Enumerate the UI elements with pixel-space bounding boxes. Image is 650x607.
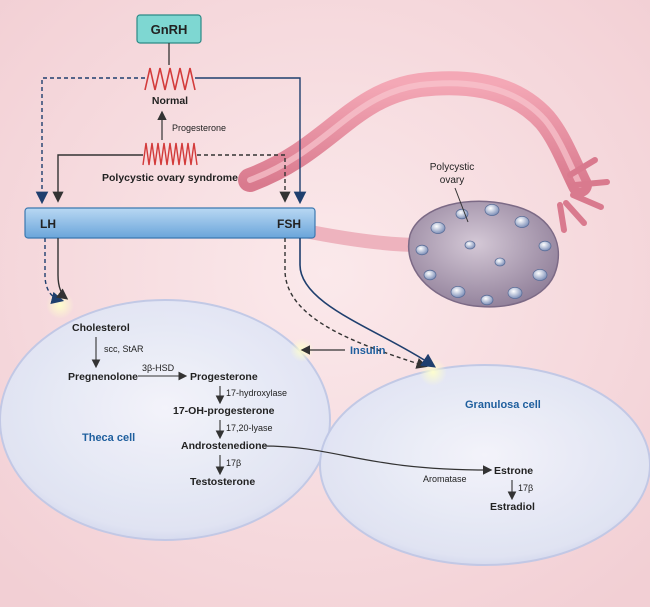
fsh-to-granulosa-dashed	[284, 238, 428, 369]
seventeen-hydroxylase-label: 17-hydroxylase	[226, 388, 287, 398]
granulosa-cell-label: Granulosa cell	[465, 399, 541, 411]
ovary-follicle	[455, 208, 469, 220]
polycystic-ovary-pointer	[454, 187, 469, 223]
seventeen-beta-label-1: 17β	[226, 458, 241, 468]
fsh-receptor-glow	[419, 358, 447, 386]
scc-star-label: scc, StAR	[104, 344, 144, 354]
androstenedione-label: Androstenedione	[181, 440, 267, 452]
ovary-follicle	[494, 257, 506, 267]
ovary-follicle	[484, 203, 500, 216]
progesterone-feedback-label: Progesterone	[172, 123, 226, 133]
three-beta-hsd-label: 3β-HSD	[142, 363, 175, 373]
ovary-follicle	[415, 244, 429, 256]
ovary-follicle	[538, 240, 552, 252]
ovary-follicle	[464, 240, 476, 250]
theca-cell-label: Theca cell	[82, 432, 135, 444]
pregnenolone-label: Pregnenolone	[68, 371, 138, 383]
seventeen-twenty-lyase-label: 17,20-lyase	[226, 423, 273, 433]
ovary-follicle	[532, 268, 548, 281]
fsh-to-granulosa-solid	[299, 238, 436, 368]
polycystic-ovary-label-line1: Polycystic	[430, 162, 474, 173]
aromatase-label: Aromatase	[423, 474, 467, 484]
cholesterol-label: Cholesterol	[72, 322, 130, 334]
lh-to-theca-solid	[55, 238, 69, 300]
lh-label: LH	[40, 217, 56, 231]
normal-label: Normal	[152, 95, 188, 107]
ovary-follicle	[480, 294, 494, 306]
ovary-follicle	[507, 286, 523, 299]
fsh-label: FSH	[277, 217, 301, 231]
estrone-label: Estrone	[494, 465, 533, 477]
pcos-label: Polycystic ovary syndrome	[102, 172, 238, 184]
polycystic-ovary-label-line2: ovary	[440, 175, 464, 186]
pcos-pulse-pattern	[142, 142, 198, 166]
aromatase-arrow	[261, 445, 493, 475]
testosterone-label: Testosterone	[190, 476, 255, 488]
estradiol-label: Estradiol	[490, 501, 535, 513]
normal-lh-path	[35, 77, 145, 205]
ovary-follicle	[423, 269, 437, 281]
insulin-label: Insulin	[350, 345, 386, 357]
granulosa-cell	[319, 364, 650, 566]
seventeen-oh-progesterone-label: 17-OH-progesterone	[173, 405, 275, 417]
normal-fsh-path	[195, 77, 307, 205]
ovary-follicle	[430, 221, 446, 234]
seventeen-beta-label-2: 17β	[518, 483, 533, 493]
progesterone-label: Progesterone	[190, 371, 258, 383]
ovary-follicle	[514, 215, 530, 228]
gnrh-label: GnRH	[151, 22, 188, 37]
normal-pulse-pattern	[144, 67, 196, 91]
lh-fsh-bar	[24, 207, 316, 239]
pcos-lh-path	[52, 154, 143, 203]
polycystic-ovary	[407, 200, 560, 308]
pcos-fsh-path	[197, 154, 291, 203]
fallopian-tube	[238, 71, 610, 233]
theca-cell	[0, 299, 331, 541]
lh-receptor-glow	[46, 291, 74, 319]
ovary-follicle	[450, 285, 466, 298]
